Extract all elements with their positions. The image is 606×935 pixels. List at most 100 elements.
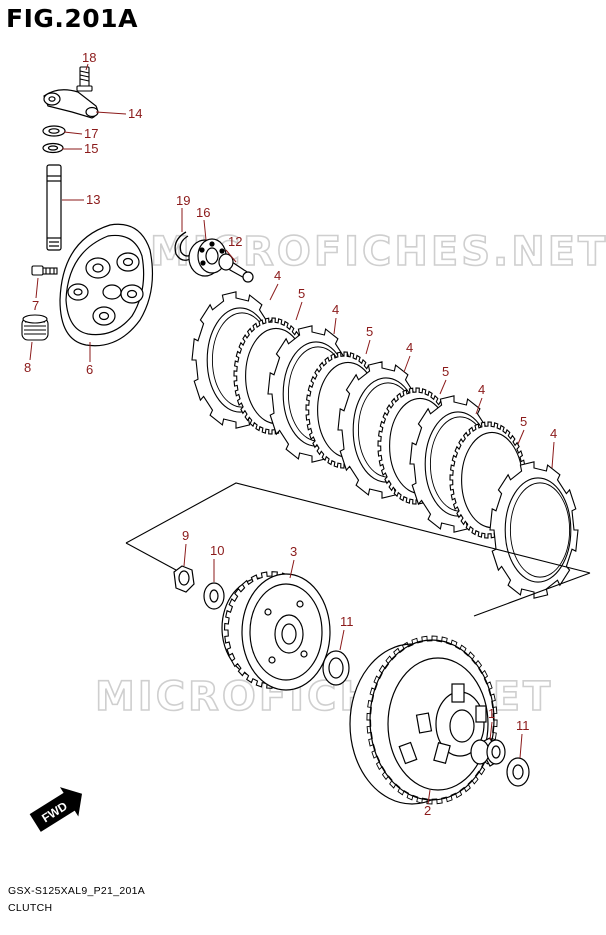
callout-leader-line <box>203 219 207 241</box>
callout-leader-line <box>551 441 555 469</box>
callout-release-arm: 14 <box>95 106 142 121</box>
callout-number: 5 <box>298 286 305 301</box>
callout-leader-line <box>35 277 39 299</box>
callout-leader-line <box>339 629 345 651</box>
callout-thrust-washer: 11 <box>516 718 530 759</box>
callout-drive-plate: 4 <box>475 382 485 415</box>
push-piece-12 <box>218 253 254 283</box>
callout-number: 5 <box>366 324 373 339</box>
callout-leader-line <box>519 733 523 759</box>
callout-number: 4 <box>332 302 339 317</box>
callout-spacer: 1 <box>488 706 495 741</box>
callout-number: 6 <box>86 362 93 377</box>
spacer-1 <box>470 737 506 767</box>
callout-number: 12 <box>228 234 242 249</box>
thrust-washer-11-lower <box>506 757 530 787</box>
callout-number: 16 <box>196 205 210 220</box>
callout-leader-line <box>295 301 303 321</box>
callout-release-shaft: 13 <box>62 192 100 207</box>
callout-leader-line <box>517 429 525 445</box>
callout-number: 8 <box>24 360 31 375</box>
callout-leader-line <box>439 379 447 395</box>
callout-bolt: 7 <box>32 277 39 313</box>
callout-number: 11 <box>340 614 354 629</box>
callout-pressure-plate: 6 <box>86 342 93 377</box>
callout-number: 4 <box>274 268 281 283</box>
release-arm-14 <box>43 89 99 119</box>
stack-boundary-line-2 <box>125 542 177 571</box>
callout-bolt: 18 <box>82 50 96 71</box>
callout-number: 7 <box>32 298 39 313</box>
figure-code: GSX-S125XAL9_P21_201A <box>8 885 146 897</box>
callout-leader-line <box>29 341 33 361</box>
pressure-plate-6 <box>59 223 154 347</box>
plate-inner-edge <box>504 477 572 583</box>
callout-number: 17 <box>84 126 98 141</box>
callout-drive-plate: 4 <box>550 426 557 469</box>
callout-number: 14 <box>128 106 142 121</box>
primary-driven-gear-2 <box>349 635 498 805</box>
stack-boundary-line <box>125 482 591 574</box>
callout-number: 19 <box>176 193 190 208</box>
callout-number: 3 <box>290 544 297 559</box>
callout-number: 15 <box>84 141 98 156</box>
washer-17 <box>42 125 66 137</box>
callout-leader-line <box>85 63 89 71</box>
circlip-19 <box>174 231 193 261</box>
callout-nut: 9 <box>182 528 189 567</box>
washer-15 <box>42 142 64 154</box>
callout-number: 9 <box>182 528 189 543</box>
clutch-hub-3 <box>221 571 331 691</box>
stack-boundary-line-3 <box>473 572 591 617</box>
callout-number: 18 <box>82 50 96 65</box>
callout-washer: 10 <box>210 543 224 582</box>
callout-number: 4 <box>550 426 557 441</box>
callout-number: 5 <box>520 414 527 429</box>
callout-driven-plate: 5 <box>295 286 305 321</box>
drive-plate <box>489 461 579 599</box>
callout-number: 13 <box>86 192 100 207</box>
callout-drive-plate: 4 <box>269 268 281 301</box>
clutch-plate-stack <box>191 291 579 599</box>
callout-leader-line <box>403 355 411 373</box>
callout-washer: 17 <box>63 126 98 141</box>
callout-number: 10 <box>210 543 224 558</box>
callout-leader-line <box>269 283 279 301</box>
callout-number: 4 <box>478 382 485 397</box>
release-bolt-18 <box>76 66 93 92</box>
callout-leader-line <box>95 111 127 115</box>
callout-leader-line <box>365 339 371 355</box>
callout-bearing: 16 <box>196 205 210 241</box>
callout-leader-line <box>289 559 295 579</box>
callout-leader-line <box>183 543 187 567</box>
callout-number: 5 <box>442 364 449 379</box>
washer-10 <box>203 582 225 610</box>
callout-clutch-hub: 3 <box>289 544 297 579</box>
callout-primary-driven-gear: 2 <box>424 789 431 818</box>
callout-circlip: 19 <box>176 193 190 232</box>
callout-thrust-washer: 11 <box>339 614 354 651</box>
callout-spring: 8 <box>24 341 33 375</box>
spring-8 <box>21 314 49 341</box>
bolt-7 <box>31 265 58 276</box>
callout-number: 1 <box>488 706 495 721</box>
callout-leader-line <box>333 317 337 335</box>
callout-number: 4 <box>406 340 413 355</box>
forward-direction-badge: FWD <box>29 787 83 832</box>
callout-leader-line <box>489 721 493 741</box>
callout-leader-line <box>225 249 237 263</box>
plate-friction-edge <box>509 482 571 578</box>
callout-driven-plate: 5 <box>439 364 449 395</box>
release-shaft-13 <box>46 164 62 251</box>
figure-title: FIG.201A <box>6 4 138 33</box>
figure-name: CLUTCH <box>8 902 53 914</box>
callout-driven-plate: 5 <box>365 324 373 355</box>
callout-drive-plate: 4 <box>403 340 413 373</box>
callout-washer: 15 <box>62 141 98 156</box>
callout-number: 11 <box>516 718 530 733</box>
callout-drive-plate: 4 <box>332 302 339 335</box>
callout-push-piece: 12 <box>225 234 242 263</box>
